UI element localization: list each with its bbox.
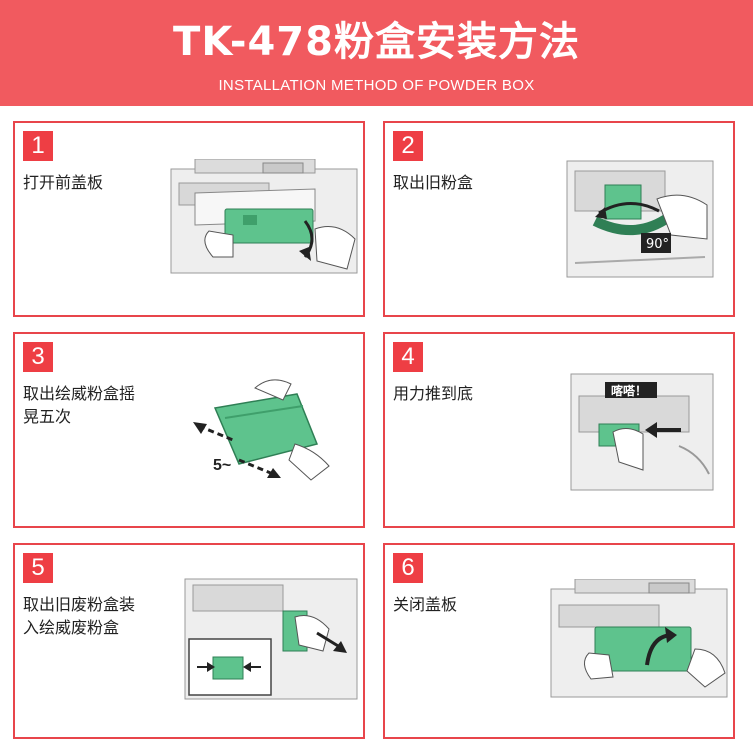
open-front-cover-illustration (170, 159, 358, 274)
step-card-1: 1 打开前盖板 (13, 121, 365, 317)
step-caption: 打开前盖板 (23, 173, 104, 192)
step-card-2: 2 取出旧粉盒 90° (383, 121, 735, 317)
shake-count-label: 5~ (213, 457, 231, 474)
step-caption: 关闭盖板 (393, 595, 458, 614)
step-card-3: 3 取出绘威粉盒摇晃五次 5~ (13, 332, 365, 528)
step-caption: 取出旧废粉盒装入绘威废粉盒 (23, 595, 136, 637)
step-caption: 用力推到底 (393, 384, 474, 403)
step-number-badge: 6 (393, 553, 423, 583)
step-caption: 取出绘威粉盒摇晃五次 (23, 384, 136, 426)
push-toner-illustration: 喀嗒！ (570, 373, 714, 491)
step-number-badge: 1 (23, 131, 53, 161)
step-card-5: 5 取出旧废粉盒装入绘威废粉盒 (13, 543, 365, 739)
step-number-badge: 4 (393, 342, 423, 372)
angle-label: 90° (646, 237, 669, 252)
close-cover-illustration (550, 579, 728, 698)
remove-old-toner-illustration: 90° (566, 160, 714, 278)
step-number-badge: 5 (23, 553, 53, 583)
page-title: TK-478粉盒安装方法 (173, 19, 580, 65)
step-number-badge: 2 (393, 131, 423, 161)
shake-toner-illustration: 5~ (193, 379, 330, 481)
header-banner: TK-478粉盒安装方法 INSTALLATION METHOD OF POWD… (0, 0, 753, 106)
step-number-badge: 3 (23, 342, 53, 372)
step-card-6: 6 关闭盖板 (383, 543, 735, 739)
step-card-4: 4 用力推到底 喀嗒！ (383, 332, 735, 528)
replace-waste-box-illustration (184, 578, 358, 700)
step-caption: 取出旧粉盒 (393, 173, 474, 192)
page-subtitle: INSTALLATION METHOD OF POWDER BOX (218, 77, 535, 94)
click-sound-label: 喀嗒！ (611, 383, 647, 398)
